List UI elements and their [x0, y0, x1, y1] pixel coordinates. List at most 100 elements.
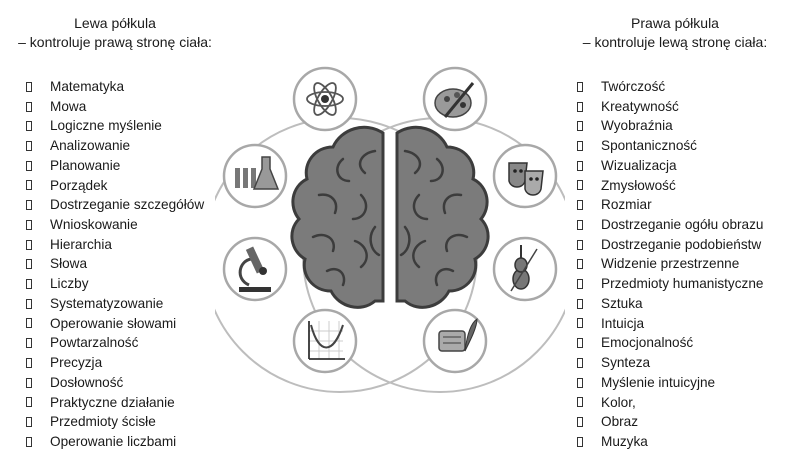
list-item-label: Kolor, [601, 394, 636, 410]
microscope-icon [222, 236, 288, 302]
list-item-label: Hierarchia [50, 236, 112, 252]
bullet-box [577, 239, 583, 250]
list-item: Intuicja [577, 314, 763, 334]
bullet-box [577, 101, 583, 112]
bullet-box [26, 397, 32, 408]
graph-icon [292, 308, 358, 374]
list-item: Analizowanie [26, 136, 204, 156]
bullet-box [26, 101, 32, 112]
list-item-label: Emocjonalność [601, 335, 694, 351]
bullet-box [577, 436, 583, 447]
list-item-label: Słowa [50, 256, 88, 272]
bullet-box [26, 200, 32, 211]
bullet-box [26, 417, 32, 428]
list-item: Obraz [577, 412, 763, 432]
bullet-box [26, 436, 32, 447]
list-item-label: Praktyczne działanie [50, 394, 175, 410]
list-item: Spontaniczność [577, 136, 763, 156]
list-item: Dostrzeganie szczegółów [26, 195, 204, 215]
list-item-label: Precyzja [50, 355, 103, 371]
right-hemisphere-title: Prawa półkula [631, 15, 719, 31]
list-item-label: Wyobraźnia [601, 118, 673, 134]
bullet-box [26, 219, 32, 230]
bullet-box [577, 318, 583, 329]
list-item: Muzyka [577, 432, 763, 452]
bullet-box [26, 81, 32, 92]
bullet-box [577, 180, 583, 191]
list-item-label: Twórczość [601, 79, 666, 94]
list-item: Liczby [26, 274, 204, 294]
list-item: Widzenie przestrzenne [577, 254, 763, 274]
left-hemisphere-subtitle: – kontroluje prawą stronę ciała: [18, 34, 212, 50]
list-item: Myślenie intuicyjne [577, 373, 763, 393]
bullet-box [26, 338, 32, 349]
left-hemisphere-heading: Lewa półkula – kontroluje prawą stronę c… [0, 14, 230, 52]
bullet-box [577, 397, 583, 408]
list-item-label: Obraz [601, 414, 639, 430]
bullet-box [577, 338, 583, 349]
left-hemisphere-title: Lewa półkula [74, 15, 156, 31]
list-item: Matematyka [26, 77, 204, 97]
list-item: Operowanie słowami [26, 314, 204, 334]
bullet-box [26, 239, 32, 250]
list-item: Przedmioty humanistyczne [577, 274, 763, 294]
list-item-label: Logiczne myślenie [50, 118, 162, 134]
list-item-label: Matematyka [50, 79, 125, 94]
list-item-label: Planowanie [50, 157, 121, 173]
bullet-box [26, 259, 32, 270]
list-item-label: Sztuka [601, 295, 643, 311]
list-item-label: Muzyka [601, 433, 648, 449]
list-item: Logiczne myślenie [26, 116, 204, 136]
bullet-box [26, 160, 32, 171]
bullet-box [577, 357, 583, 368]
bullet-box [577, 219, 583, 230]
list-item: Synteza [577, 353, 763, 373]
list-item: Kreatywność [577, 97, 763, 117]
bullet-box [577, 160, 583, 171]
bullet-box [577, 377, 583, 388]
list-item: Zmysłowość [577, 176, 763, 196]
list-item: Wnioskowanie [26, 215, 204, 235]
list-item-label: Powtarzalność [50, 335, 139, 351]
bullet-box [26, 279, 32, 290]
lab-flasks-icon [222, 143, 288, 209]
list-item-label: Spontaniczność [601, 138, 697, 154]
bullet-box [577, 141, 583, 152]
list-item-label: Dostrzeganie ogółu obrazu [601, 217, 764, 233]
list-item: Dostrzeganie podobieństw [577, 235, 763, 255]
list-item-label: Dostrzeganie podobieństw [601, 236, 762, 252]
list-item-label: Porządek [50, 177, 108, 193]
list-item-label: Dosłowność [50, 374, 124, 390]
list-item: Hierarchia [26, 235, 204, 255]
list-item: Słowa [26, 254, 204, 274]
list-item: Powtarzalność [26, 333, 204, 353]
bullet-box [26, 180, 32, 191]
list-item-label: Myślenie intuicyjne [601, 374, 716, 390]
list-item-label: Kreatywność [601, 98, 679, 114]
brain-diagram [215, 66, 565, 393]
list-item: Dostrzeganie ogółu obrazu [577, 215, 763, 235]
list-item-label: Dostrzeganie szczegółów [50, 197, 205, 213]
list-item: Praktyczne działanie [26, 393, 204, 413]
list-item-label: Analizowanie [50, 138, 131, 154]
bullet-box [577, 417, 583, 428]
list-item: Planowanie [26, 156, 204, 176]
bullet-box [26, 141, 32, 152]
list-item-label: Przedmioty ścisłe [50, 414, 156, 430]
list-item-label: Intuicja [601, 315, 645, 331]
list-item-label: Operowanie liczbami [50, 433, 177, 449]
list-item: Sztuka [577, 294, 763, 314]
list-item: Przedmioty ścisłe [26, 412, 204, 432]
bullet-box [577, 81, 583, 92]
bullet-box [577, 259, 583, 270]
list-item-label: Widzenie przestrzenne [601, 256, 740, 272]
violin-icon [492, 236, 558, 302]
list-item-label: Zmysłowość [601, 177, 676, 193]
list-item-label: Systematyzowanie [50, 295, 164, 311]
list-item-label: Wnioskowanie [50, 217, 138, 233]
list-item-label: Przedmioty humanistyczne [601, 276, 764, 292]
list-item: Kolor, [577, 393, 763, 413]
list-item: Dosłowność [26, 373, 204, 393]
